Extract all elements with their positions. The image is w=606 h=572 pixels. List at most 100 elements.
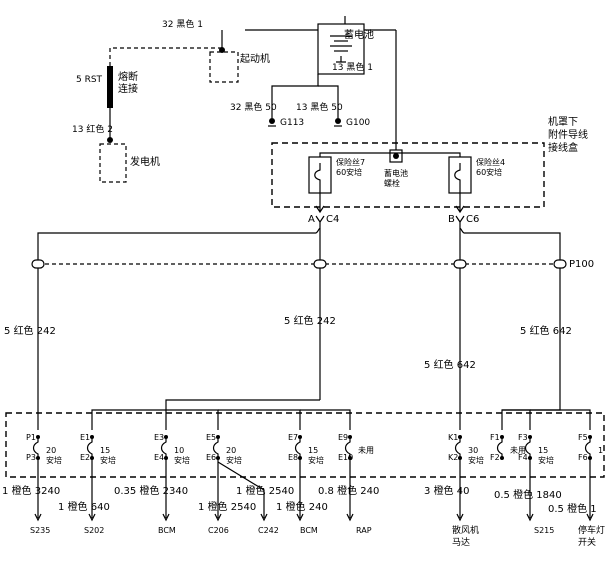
dest-bcm-1: BCM [158,526,176,535]
feed-label-3: 5 红色 642 [424,358,476,371]
fuse-pin-label-bottom: F2 [490,453,500,462]
fuse-pin-label-bottom: K2 [448,453,458,462]
fuse-element [496,437,503,458]
output-wire-2 [162,458,170,522]
output-wire-8 [526,458,534,522]
output-arrow [34,513,42,522]
fuse-pin-label-top: F3 [518,433,528,442]
fuse-unit: 安培 [538,455,554,465]
junction-box-title-line2: 附件导线 [548,128,588,141]
fuse-element [160,437,167,458]
feed-label-4: 5 红色 642 [520,324,572,337]
output-wire-0 [34,458,42,522]
fuse-element [454,437,461,458]
feed-label-2: 5 红色 242 [284,314,336,327]
output-arrow [296,513,304,522]
fuse-unit: 安培 [226,455,242,465]
fuse-row: P1P320安培E1E215安培E3E410安培E5E620安培E7E815安培… [26,433,603,465]
fuse-element [294,437,301,458]
dest-blower-line2: 马达 [452,536,470,548]
fuse-rating: 20 [226,446,236,455]
ground-g113-symbol [269,118,275,124]
fusible-link: 5 RST 熔断 连接 [76,66,138,138]
output-arrow [586,513,594,522]
ground1-wire-label: 32 黑色 50 [230,101,277,113]
fuse-pin-label-bottom: F4 [518,453,528,462]
fuse-rating: 15 [100,446,110,455]
fuse-rating: 20 [46,446,56,455]
output-arrow [162,513,170,522]
fuse-pin-label-bottom: E6 [206,453,216,462]
fuse-pin-label-bottom: F6 [578,453,588,462]
fuse7-rating: 60安培 [336,167,362,177]
fusible-link-line2: 连接 [118,82,138,95]
fuse-element [86,437,93,458]
fuse-pin-label-top: E1 [80,433,90,442]
c6-label: C6 [466,214,479,225]
fuse-rating: 15 [538,446,548,455]
output-label-8: 3 橙色 40 [424,484,469,497]
dest-rap: RAP [356,526,372,535]
output-wire-7 [456,458,464,522]
output-label-7: 0.8 橙色 240 [318,484,379,497]
output-wire-1 [88,458,96,522]
dest-blower-line1: 散风机 [452,524,479,536]
dest-bcm-2: BCM [300,526,318,535]
fuse-pin-label-top: E3 [154,433,164,442]
grounds: 32 黑色 50 13 黑色 50 G113 G100 [230,74,370,128]
dest-s215: S215 [534,526,554,535]
stud-label-line1: 蓄电池 [384,168,408,178]
fuse-element [584,437,591,458]
ground2-wire-label: 13 黑色 50 [296,101,343,113]
dest-c242: C242 [258,526,279,535]
fuse-rating: 15 [308,446,318,455]
output-arrow [214,513,222,522]
battery-top-wire-label: 32 黑色 1 [162,18,203,30]
generator-wire-label: 13 红色 2 [72,123,113,135]
fuse-pin-label-top: E5 [206,433,216,442]
ground-g113-label: G113 [280,118,304,128]
battery-negative-wire-label: 13 黑色 1 [332,61,373,73]
fuse-pin-label-top: P1 [26,433,36,442]
output-arrow [88,513,96,522]
p100-label: P100 [569,259,594,270]
fuse-block [5,412,605,478]
fuse-pin-label-top: K1 [448,433,458,442]
output-label-6: 1 橙色 240 [276,500,328,513]
output-label-9: 0.5 橙色 1840 [494,488,562,501]
fuse-rating: 未用 [358,445,374,455]
fuse-pin-bottom [500,456,504,460]
generator-title: 发电机 [130,155,160,168]
fusible-link-prefix: 5 RST [76,75,103,85]
generator-terminal [107,137,113,143]
ground-g100-symbol [335,118,341,124]
junction-box-title-line3: 接线盒 [548,141,578,154]
fuse-pin-label-bottom: E2 [80,453,90,462]
fuse-element [212,437,219,458]
fuse-rating: 30 [468,446,478,455]
fuse-pin-label-top: E7 [288,433,298,442]
output-wire-3 [214,458,222,522]
dest-c206: C206 [208,526,229,535]
fuse-element [344,437,351,458]
output-row [34,458,594,522]
p100-connector: P100 [31,259,594,270]
c4-pin-label: A [308,214,315,225]
dest-s202: S202 [84,526,104,535]
fuse-pin-label-bottom: E4 [154,453,164,462]
fuse-rating: 10 [174,446,184,455]
output-label-4: 1 橙色 2540 [198,500,256,513]
output-wire-5 [296,458,304,522]
fuse-rating: 未用 [510,445,526,455]
dest-s235: S235 [30,526,50,535]
fuse-pin-label-top: F5 [578,433,588,442]
feed-label-1: 5 红色 242 [4,324,56,337]
output-arrow [260,513,268,522]
c6-pin-label: B [448,214,455,225]
